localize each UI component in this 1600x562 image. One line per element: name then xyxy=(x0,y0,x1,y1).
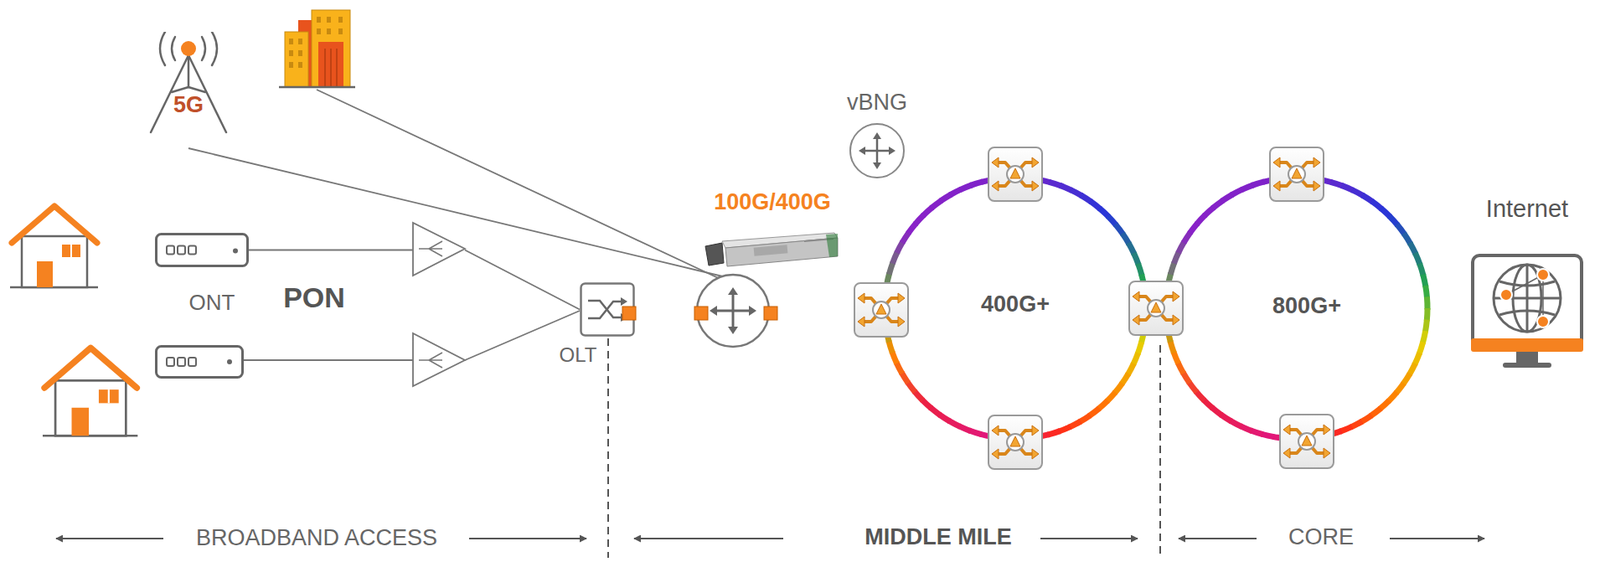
boundary-line xyxy=(608,338,1161,558)
router-symbol xyxy=(696,274,770,347)
node-label: 5G xyxy=(173,92,204,119)
node-label: vBNG xyxy=(846,89,908,116)
node-label: Internet xyxy=(1486,195,1569,223)
olt-box: OLT xyxy=(579,282,635,337)
metro-ring: 400G+ xyxy=(881,174,1150,443)
vbng-circle: vBNG xyxy=(848,122,906,180)
speed-label: 100G/400G xyxy=(713,189,831,216)
fiber-line xyxy=(188,89,730,361)
node-label: OLT xyxy=(559,343,598,367)
segment-label: CORE xyxy=(1288,524,1354,551)
core-ring: 800G+ xyxy=(1162,174,1431,443)
house-icon xyxy=(42,347,138,436)
ring-router-icon xyxy=(854,147,1334,470)
olt-outline xyxy=(579,282,635,337)
transceiver-module xyxy=(705,232,838,267)
node-label: 400G+ xyxy=(980,291,1050,318)
splitter-symbol xyxy=(412,222,465,387)
building-icon xyxy=(278,10,356,88)
house-icon xyxy=(10,206,99,288)
internet-node: Internet xyxy=(1467,251,1587,376)
ont-box xyxy=(156,346,243,378)
ont-outline xyxy=(154,232,249,268)
internet-icon xyxy=(1467,251,1587,376)
fiber-connector xyxy=(622,306,778,320)
ont-box: ONT xyxy=(154,232,249,268)
cell-tower: 5G xyxy=(138,31,239,139)
segment-label: MIDDLE MILE xyxy=(864,524,1012,551)
tower-outline xyxy=(138,31,239,139)
node-label: ONT xyxy=(189,290,236,316)
segment-label: BROADBAND ACCESS xyxy=(196,525,438,552)
network-label: PON xyxy=(283,281,346,315)
vbng-outline xyxy=(848,122,906,180)
node-label: 800G+ xyxy=(1272,293,1342,320)
